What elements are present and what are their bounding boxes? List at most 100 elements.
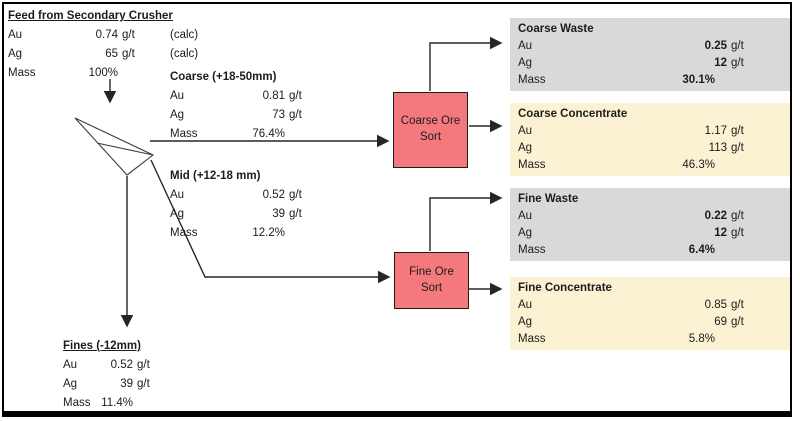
element-label: Ag	[63, 378, 78, 390]
element-label: Au	[170, 189, 185, 201]
grade-value: 39	[272, 208, 285, 220]
grade-unit: g/t	[731, 125, 744, 137]
fine-ore-sort-box: Fine Ore Sort	[394, 252, 469, 309]
grade-unit: g/t	[289, 189, 302, 201]
grade-value: 113	[708, 142, 727, 154]
element-label: Ag	[518, 227, 533, 239]
mass-label: Mass	[518, 159, 546, 171]
grade-unit: g/t	[289, 109, 302, 121]
coarse-ore-sort-box: Coarse Ore Sort	[393, 92, 468, 168]
grade-unit: g/t	[137, 359, 150, 371]
mid-stream-title: Mid (+12-18 mm)	[170, 170, 261, 182]
fine-waste-title: Fine Waste	[518, 193, 579, 205]
coarse-concentrate-box: Coarse Concentrate Au 1.17 g/t Ag 113 g/t Ma…	[510, 103, 790, 176]
output-row-ag: Ag 12 g/t	[518, 55, 790, 72]
splitter-shape	[74, 117, 155, 176]
mid-stream-line	[150, 159, 391, 284]
mass-label: Mass	[63, 397, 91, 409]
mid-row-mass: Mass 12.2%	[170, 224, 370, 243]
mid-row-ag: Ag 39 g/t	[170, 205, 370, 224]
fine-concentrate-title: Fine Concentrate	[518, 282, 612, 294]
coarse-stream-title: Coarse (+18-50mm)	[170, 71, 277, 83]
fine-waste-connector	[429, 191, 503, 251]
grade-unit: g/t	[122, 48, 135, 60]
grade-unit: g/t	[731, 299, 744, 311]
coarse-row-ag: Ag 73 g/t	[170, 106, 370, 125]
grade-value: 39	[120, 378, 133, 390]
mass-label: Mass	[518, 244, 546, 256]
coarse-ore-sort-label: Coarse Ore Sort	[400, 115, 461, 143]
calc-note: (calc)	[170, 48, 199, 60]
coarse-row-au: Au 0.81 g/t	[170, 87, 370, 106]
grade-value: 0.81	[262, 90, 285, 102]
grade-value: 12	[714, 227, 727, 239]
mass-value: 46.3%	[682, 159, 715, 171]
grade-unit: g/t	[731, 57, 744, 69]
element-label: Ag	[518, 316, 533, 328]
feed-row-mass: Mass 100%	[8, 64, 248, 83]
element-label: Ag	[170, 109, 185, 121]
grade-unit: g/t	[731, 142, 744, 154]
calc-note: (calc)	[170, 29, 199, 41]
mass-value: 6.4%	[688, 244, 715, 256]
grade-value: 65	[105, 48, 118, 60]
grade-unit: g/t	[731, 316, 744, 328]
output-row-ag: Ag 113 g/t	[518, 140, 790, 157]
grade-value: 1.17	[704, 125, 727, 137]
output-row-mass: Mass 30.1%	[518, 72, 790, 89]
splitter-fold-line	[96, 142, 154, 156]
element-label: Ag	[518, 57, 533, 69]
element-label: Au	[518, 210, 533, 222]
element-label: Ag	[170, 208, 185, 220]
element-label: Au	[170, 90, 185, 102]
grade-value: 0.25	[704, 40, 727, 52]
element-label: Au	[518, 125, 533, 137]
feed-row-ag: Ag 65 g/t (calc)	[8, 45, 248, 64]
coarse-stream-section: Coarse (+18-50mm) Au 0.81 g/t Ag 73 g/t Mass…	[170, 68, 370, 144]
grade-unit: g/t	[731, 40, 744, 52]
grade-unit: g/t	[289, 208, 302, 220]
grade-unit: g/t	[137, 378, 150, 390]
element-label: Ag	[8, 48, 23, 60]
fine-ore-sort-label: Fine Ore Sort	[409, 265, 454, 294]
element-label: Ag	[518, 142, 533, 154]
grade-unit: g/t	[122, 29, 135, 41]
grade-unit: g/t	[731, 210, 744, 222]
mass-value: 12.2%	[252, 227, 285, 239]
grade-value: 0.74	[95, 29, 118, 41]
mass-label: Mass	[518, 333, 546, 345]
grade-value: 0.85	[704, 299, 727, 311]
grade-unit: g/t	[731, 227, 744, 239]
output-row-mass: Mass 46.3%	[518, 157, 790, 174]
mass-value: 5.8%	[688, 333, 715, 345]
mass-value: 100%	[88, 67, 118, 79]
grade-value: 12	[714, 57, 727, 69]
mass-value: 11.4%	[101, 397, 133, 409]
output-row-ag: Ag 12 g/t	[518, 225, 790, 242]
fines-title: Fines (-12mm)	[63, 340, 141, 352]
element-label: Au	[63, 359, 78, 371]
mass-label: Mass	[8, 67, 36, 79]
output-row-mass: Mass 6.4%	[518, 242, 790, 259]
coarse-waste-title: Coarse Waste	[518, 23, 594, 35]
fines-row-ag: Ag 39 g/t	[63, 375, 223, 394]
grade-value: 73	[272, 109, 285, 121]
mass-value: 30.1%	[682, 74, 715, 86]
mass-label: Mass	[170, 227, 198, 239]
coarse-concentrate-title: Coarse Concentrate	[518, 108, 628, 120]
fines-row-mass: Mass 11.4%	[63, 394, 223, 413]
mass-label: Mass	[518, 74, 546, 86]
grade-unit: g/t	[289, 90, 302, 102]
output-row-au: Au 1.17 g/t	[518, 123, 790, 140]
